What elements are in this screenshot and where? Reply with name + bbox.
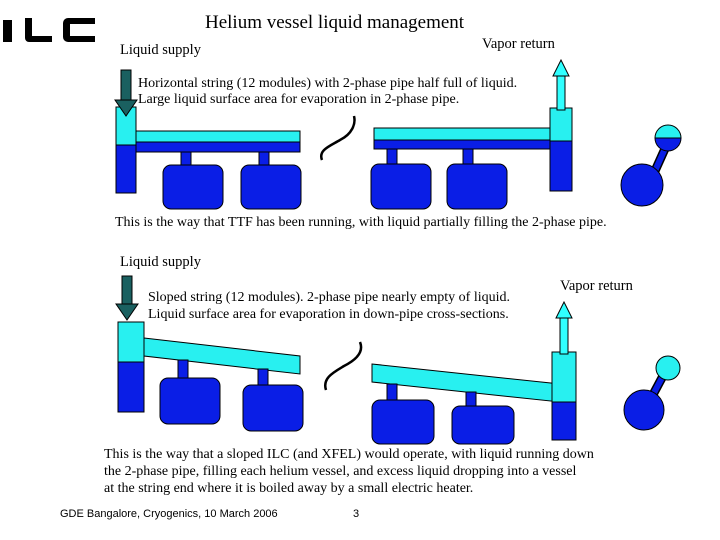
bottom-vessel-1 bbox=[159, 377, 221, 425]
top-supply-arrow bbox=[120, 69, 132, 103]
top-vessel-4 bbox=[446, 163, 508, 210]
top-pipe-right-vapor bbox=[373, 127, 551, 141]
page-number: 3 bbox=[353, 508, 360, 520]
top-return-riser-liquid bbox=[549, 140, 573, 192]
bottom-caption-line-1: This is the way that a sloped ILC (and X… bbox=[104, 447, 594, 462]
bottom-liquid-supply-label: Liquid supply bbox=[120, 254, 201, 270]
top-pipe-left-vapor bbox=[135, 130, 301, 143]
top-description-line-2: Large liquid surface area for evaporatio… bbox=[138, 92, 460, 107]
bottom-return-riser-liquid bbox=[551, 401, 577, 441]
top-caption: This is the way that TTF has been runnin… bbox=[115, 215, 607, 230]
bottom-supply-arrow bbox=[121, 275, 133, 307]
footer-text: GDE Bangalore, Cryogenics, 10 March 2006 bbox=[60, 508, 278, 520]
bottom-vessel-4 bbox=[451, 405, 515, 445]
top-vapor-return-label: Vapor return bbox=[482, 36, 555, 52]
top-pipe-left-liquid bbox=[135, 141, 301, 153]
bottom-end-bulb bbox=[655, 355, 681, 381]
bottom-vessel-2 bbox=[242, 384, 304, 432]
bottom-vapor-return-label: Vapor return bbox=[560, 278, 633, 294]
bottom-supply-riser-liquid bbox=[117, 361, 145, 413]
ilc-logo bbox=[3, 18, 95, 42]
bottom-string bbox=[115, 275, 681, 445]
bottom-description-line-2: Liquid surface area for evaporation in d… bbox=[148, 307, 509, 322]
bottom-end-vessel bbox=[623, 389, 665, 431]
top-vessel-3 bbox=[370, 163, 432, 210]
top-liquid-supply-label: Liquid supply bbox=[120, 42, 201, 58]
top-pipe-right-liquid bbox=[373, 139, 551, 150]
bottom-description-line-1: Sloped string (12 modules). 2-phase pipe… bbox=[148, 290, 510, 305]
top-description-line-1: Horizontal string (12 modules) with 2-ph… bbox=[138, 76, 518, 91]
top-break-squiggle bbox=[319, 115, 356, 161]
top-return-arrow bbox=[552, 58, 570, 77]
bottom-caption-line-3: at the string end where it is boiled awa… bbox=[104, 481, 474, 496]
top-string bbox=[114, 58, 682, 210]
top-return-riser-vapor bbox=[549, 107, 573, 142]
top-supply-riser-liquid bbox=[115, 144, 137, 194]
bottom-return-arrow bbox=[555, 300, 573, 319]
top-vessel-1 bbox=[162, 164, 224, 210]
bottom-supply-riser-vapor bbox=[117, 321, 145, 363]
top-vessel-2 bbox=[240, 164, 302, 210]
bottom-vessel-3 bbox=[371, 399, 435, 445]
bottom-pipe-left bbox=[143, 337, 301, 375]
bottom-break-squiggle bbox=[323, 341, 363, 391]
bottom-return-riser-vapor bbox=[551, 351, 577, 403]
page-title: Helium vessel liquid management bbox=[205, 12, 465, 33]
top-end-bulb bbox=[654, 124, 682, 139]
bottom-caption-line-2: the 2-phase pipe, filling each helium ve… bbox=[104, 464, 577, 479]
top-end-vessel bbox=[620, 163, 664, 207]
